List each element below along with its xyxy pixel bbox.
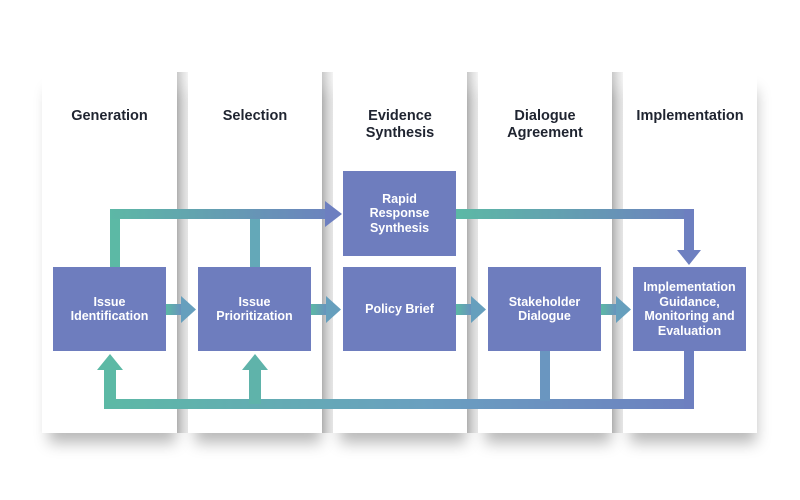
stage-title-implementation: Implementation — [636, 108, 744, 124]
box-rapid-response-synthesis[interactable]: Rapid Response Synthesis — [343, 171, 456, 256]
stage-title-selection: Selection — [222, 108, 288, 124]
stage-title-evidence-synthesis: Evidence Synthesis — [365, 108, 435, 141]
box-implementation-guidance[interactable]: Implementation Guidance, Monitoring and … — [633, 267, 746, 351]
box-policy-brief[interactable]: Policy Brief — [343, 267, 456, 351]
box-label: Policy Brief — [365, 301, 434, 316]
stage-column-generation: Generation — [42, 72, 177, 433]
stage-title-dialogue-agreement: Dialogue Agreement — [507, 108, 583, 141]
box-stakeholder-dialogue[interactable]: Stakeholder Dialogue — [488, 267, 601, 351]
column-gap-3 — [467, 72, 478, 433]
box-label: Rapid Response Synthesis — [369, 191, 430, 235]
stage-column-dialogue-agreement: Dialogue Agreement — [478, 72, 612, 433]
stage-title-generation: Generation — [71, 108, 148, 124]
column-gap-1 — [177, 72, 188, 433]
box-label: Stakeholder Dialogue — [508, 294, 581, 324]
stage-column-implementation: Implementation — [623, 72, 757, 433]
box-issue-identification[interactable]: Issue Identification — [53, 267, 166, 351]
column-gap-4 — [612, 72, 623, 433]
box-label: Issue Prioritization — [216, 294, 293, 324]
stage-column-selection: Selection — [188, 72, 322, 433]
box-issue-prioritization[interactable]: Issue Prioritization — [198, 267, 311, 351]
box-label: Issue Identification — [70, 294, 149, 324]
column-gap-2 — [322, 72, 333, 433]
box-label: Implementation Guidance, Monitoring and … — [643, 280, 736, 338]
